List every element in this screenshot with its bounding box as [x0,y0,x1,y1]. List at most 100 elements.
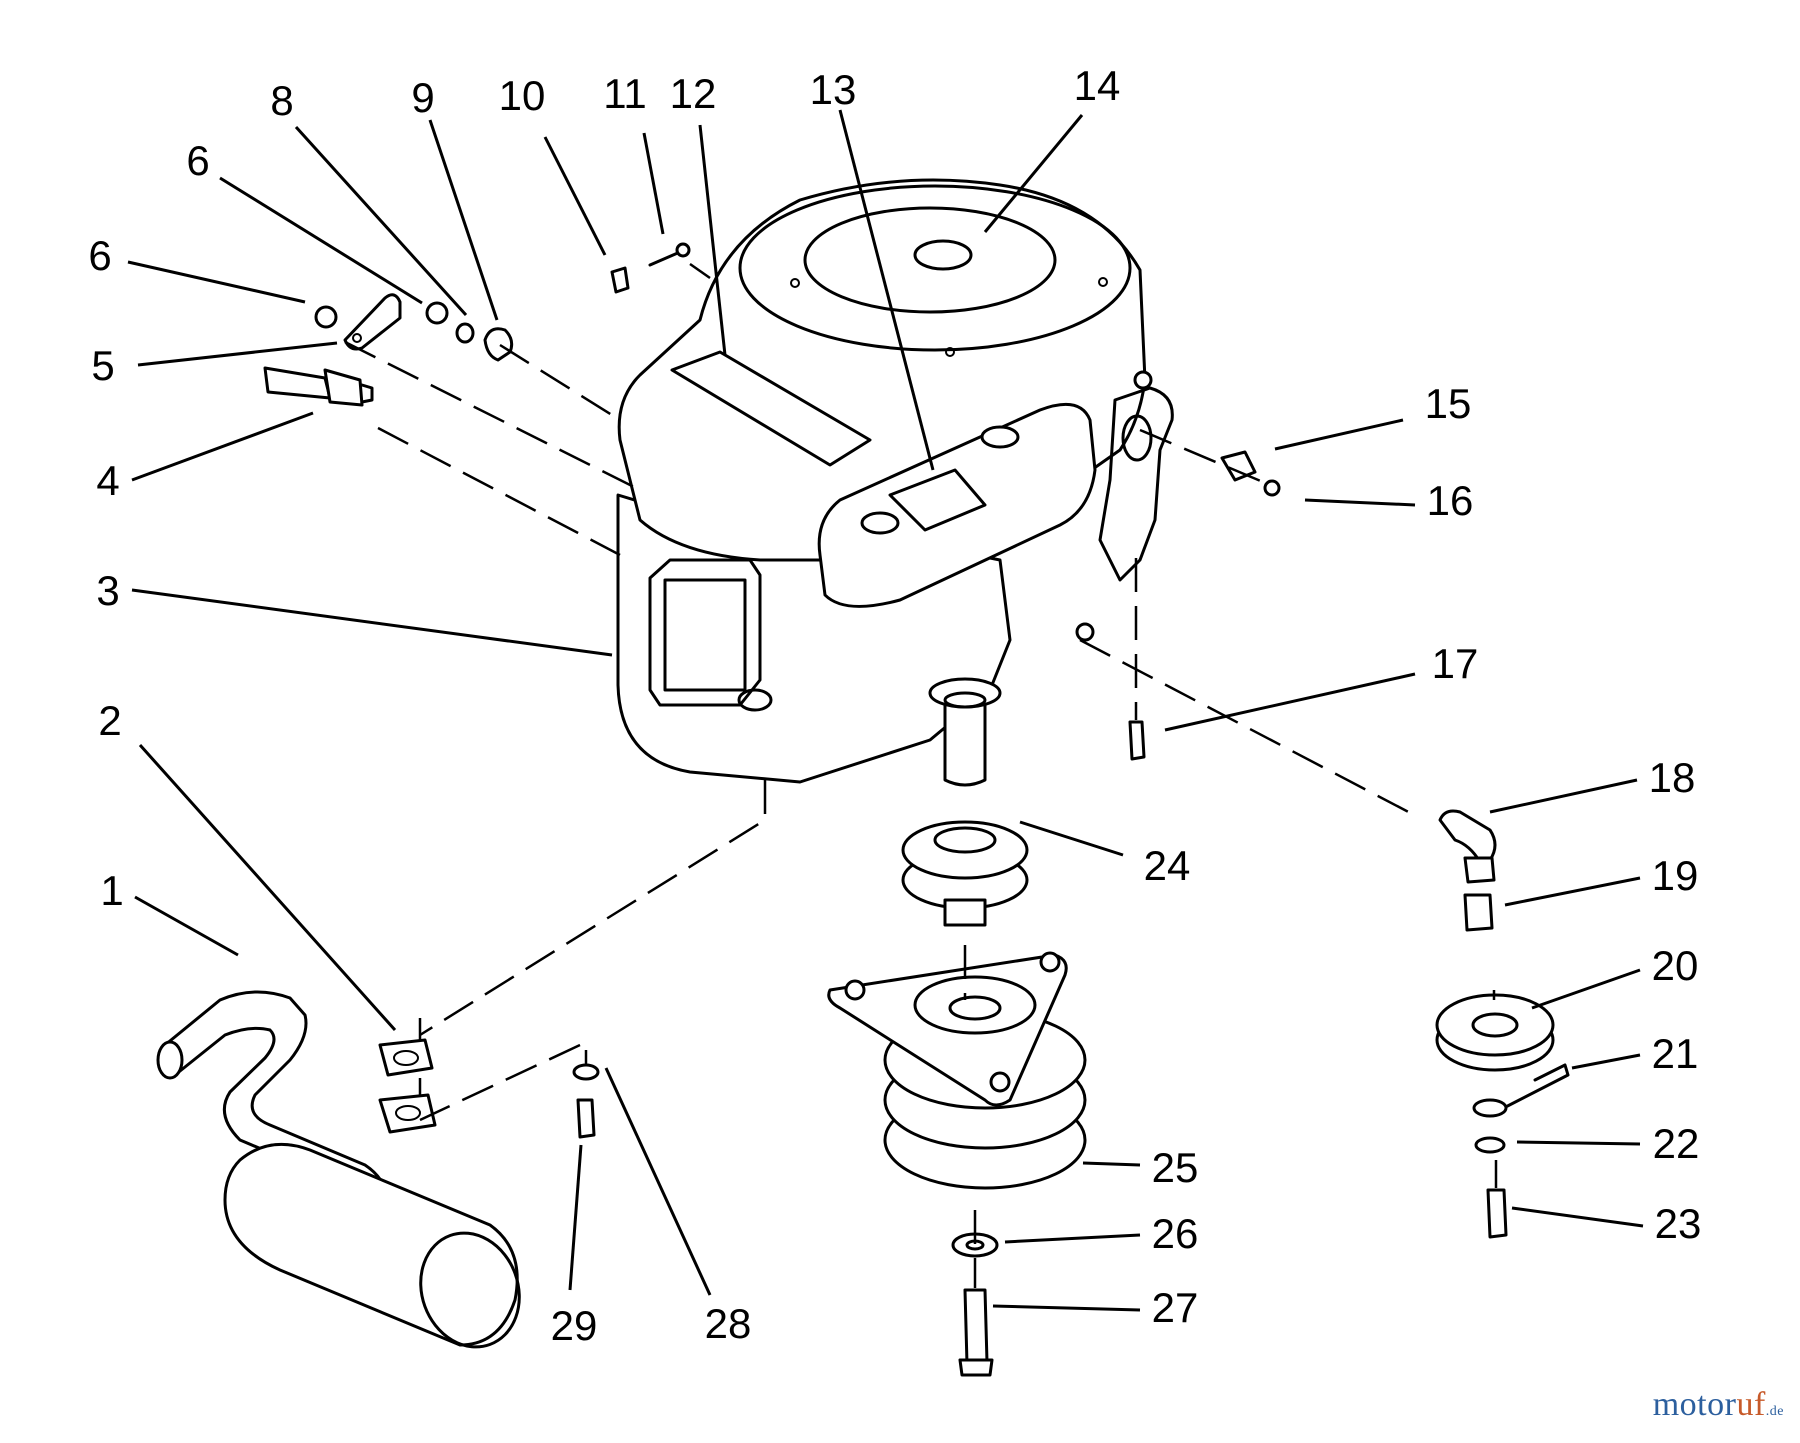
leader-29 [568,1144,583,1291]
leader-6a [127,260,306,304]
leader-lines [127,109,1644,1312]
oil-pressure-switch [263,366,332,400]
screw-11 [648,250,682,267]
callout-26: 26 [1152,1210,1199,1257]
right-hardware [1128,450,1570,1239]
leader-17 [1164,672,1416,732]
muffler [223,1142,519,1347]
callout-29: 29 [551,1302,598,1349]
leader-23 [1511,1206,1644,1228]
callout-16: 16 [1427,477,1474,524]
assembly-lines [344,262,1498,1288]
callout-14: 14 [1074,62,1121,109]
watermark-text-1: motor [1652,1386,1737,1423]
screen-center [913,239,973,271]
leader-14 [983,114,1084,233]
valve-cover [817,402,1097,608]
callout-6a: 6 [88,232,111,279]
leader-16 [1304,498,1416,507]
leader-4 [131,411,314,482]
callout-12: 12 [670,70,717,117]
callout-19: 19 [1652,852,1699,899]
callout-1: 1 [100,867,123,914]
idler-arm [1488,1063,1570,1117]
elbow-fitting [1438,809,1497,864]
leader-2 [138,743,397,1032]
callout-15: 15 [1425,380,1472,427]
callout-25: 25 [1152,1144,1199,1191]
bolt-23 [1486,1188,1508,1239]
flywheel-screen [738,184,1132,352]
callout-13: 13 [810,66,857,113]
leader-3 [131,588,613,657]
fitting-19 [1463,893,1494,932]
bolt-27 [963,1288,989,1366]
leader-19 [1504,876,1641,907]
leader-9 [428,119,499,321]
nut-28 [572,1063,600,1081]
leader-18 [1489,778,1638,814]
terminal [483,327,514,362]
callout-22: 22 [1653,1120,1700,1167]
leader-6b [219,176,423,305]
callout-21: 21 [1652,1030,1699,1077]
callout-28: 28 [705,1300,752,1347]
washer-22 [1472,1098,1508,1118]
governor-bracket [1098,386,1174,582]
decal-13 [888,468,987,532]
nut-10 [610,266,630,294]
watermark-text-3: .de [1765,1404,1784,1419]
leader-25 [1082,1161,1141,1167]
leader-12 [698,124,727,356]
leader-21 [1571,1053,1641,1070]
leader-28 [604,1067,712,1296]
leader-11 [642,132,665,235]
callout-27: 27 [1152,1284,1199,1331]
screw-6b [425,301,449,325]
callout-9: 9 [411,74,434,121]
decal-12 [670,350,872,467]
leader-8 [294,125,468,317]
leader-22 [1516,1140,1641,1146]
muffler-flange [378,1093,437,1134]
watermark-logo: motoruf.de [1653,1386,1784,1424]
leader-20 [1531,968,1641,1010]
leader-27 [992,1304,1141,1312]
bolt-29 [576,1098,596,1139]
leader-15 [1274,418,1404,451]
leader-5 [137,341,338,367]
callout-17: 17 [1432,640,1479,687]
ignition-box [648,558,762,707]
crankshaft [943,693,987,787]
bracket-15 [1220,450,1257,482]
screw-6a [314,305,338,329]
callout-2: 2 [98,697,121,744]
callout-5: 5 [91,342,114,389]
callout-23: 23 [1655,1200,1702,1247]
watermark-text-2: uf [1736,1386,1766,1423]
leader-26 [1004,1233,1141,1244]
callout-10: 10 [499,72,546,119]
engine [616,178,1174,787]
sensor-assembly [263,242,691,407]
gasket [378,1038,434,1077]
leader-1 [134,895,239,957]
wire-clamp [343,293,402,351]
lock-washer [455,322,475,344]
pto-assembly [827,820,1087,1377]
leader-24 [1019,820,1124,857]
bolt-17 [1128,720,1146,761]
muffler-assembly [156,990,600,1349]
callout-24: 24 [1144,842,1191,889]
callout-3: 3 [96,567,119,614]
callout-20: 20 [1652,942,1699,989]
callout-4: 4 [96,457,119,504]
leader-13 [838,109,935,471]
callout-8: 8 [270,77,293,124]
leader-10 [543,136,607,256]
callout-11: 11 [603,70,647,117]
callout-18: 18 [1649,754,1696,801]
callout-6b: 6 [186,137,209,184]
callout-labels: 1 2 3 4 5 6 6 8 9 10 11 12 13 14 15 16 1… [88,62,1701,1349]
